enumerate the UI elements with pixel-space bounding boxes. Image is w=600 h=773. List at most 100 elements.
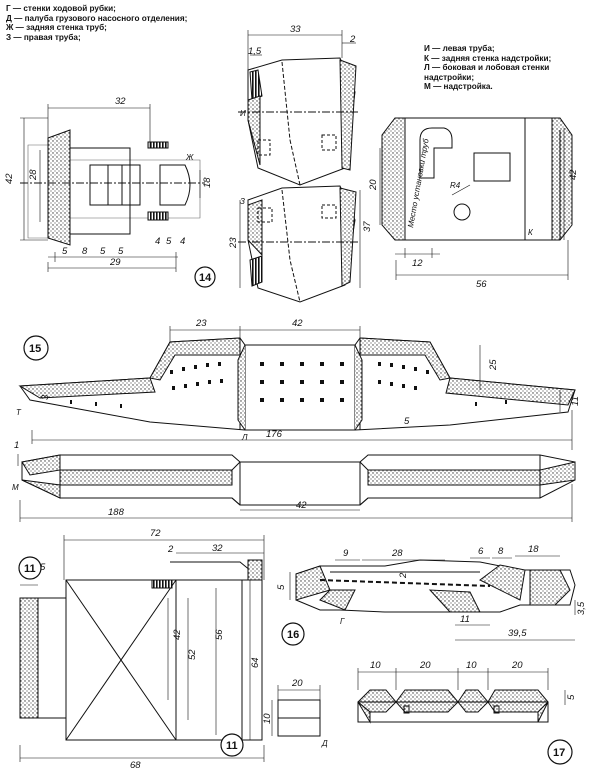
fig14-dim-4b: 4 — [180, 236, 185, 247]
funnel-label-z: З — [240, 197, 245, 206]
superstructure-dimensions — [379, 128, 569, 280]
deck-dim-20: 20 — [291, 678, 303, 689]
funnel-dim-33: 33 — [290, 24, 301, 35]
fig14-part — [20, 129, 205, 246]
fig15-lower-dimensions — [19, 484, 573, 522]
fig11-part — [19, 559, 263, 741]
fig16-dim-6: 6 — [478, 546, 484, 557]
fig14-dim-28: 28 — [28, 169, 39, 181]
fig11-dim-32: 32 — [212, 543, 223, 554]
legend-item-i: И — левая труба; — [424, 44, 495, 53]
fig16-dim-395: 39,5 — [508, 628, 527, 639]
fig15-label-l: Л — [241, 433, 248, 442]
fig15-dim-42: 42 — [292, 318, 303, 329]
fig17-dimensions — [357, 668, 566, 705]
funnel-dimensions — [239, 30, 361, 288]
legend-item-d: Д — палуба грузового насосного отделения… — [6, 13, 188, 23]
fig11-dim-68: 68 — [130, 760, 141, 771]
fig16-dimensions — [289, 555, 576, 641]
fig11-dim-5: 5 — [40, 562, 46, 573]
funnel-dim-37: 37 — [362, 221, 373, 232]
fig17-dim-20b: 20 — [511, 660, 523, 671]
fig15-dim-23: 23 — [195, 318, 207, 329]
fig11-dimensions — [19, 535, 265, 762]
fig16-number-circle — [281, 622, 305, 646]
deck-d-dimensions — [271, 685, 321, 736]
fig14-dim-5c: 5 — [118, 246, 124, 257]
legend-left: Г — стенки ходовой рубки; Д — палуба гру… — [6, 4, 196, 42]
fig15-dim-25: 25 — [488, 359, 499, 371]
fig15-windows — [70, 362, 507, 408]
legend-item-k: К — задняя стенка надстройки; — [424, 53, 552, 63]
fig15-number: 15 — [29, 343, 41, 355]
legend-right: И — левая труба; К — задняя стенка надст… — [424, 44, 596, 92]
fig15-dim-188: 188 — [108, 507, 125, 518]
fig17-number: 17 — [553, 747, 565, 759]
fig11-dim-72: 72 — [150, 528, 161, 539]
fig11-dim-64: 64 — [250, 657, 261, 668]
fig15-lower-part — [21, 454, 576, 506]
fig15-label-m: М — [12, 483, 19, 492]
deck-dim-10: 10 — [262, 713, 273, 724]
funnel-label-i: И — [240, 109, 246, 118]
fig15-dim-176: 176 — [266, 429, 283, 440]
fig15-number-circle — [23, 335, 49, 361]
fig11-number-circle-bottom — [220, 733, 244, 757]
fig11-dim-2: 2 — [167, 544, 174, 555]
fig16-dim-9: 9 — [343, 548, 349, 559]
fig14-dim-5d: 5 — [166, 236, 172, 247]
super-label-k: К — [528, 228, 534, 237]
funnel-dim-23: 23 — [228, 237, 239, 249]
fig14-dim-8: 8 — [82, 246, 88, 257]
fig15-dim-42b: 42 — [296, 500, 307, 511]
fig14-number: 14 — [199, 272, 212, 284]
fig15-dim-3: 3 — [40, 394, 51, 400]
fig15-dim-11: 11 — [570, 396, 581, 406]
fig17-dim-5: 5 — [566, 694, 577, 700]
fig16-dim-8: 8 — [498, 546, 504, 557]
super-dim-56: 56 — [476, 279, 487, 290]
fig14-number-circle — [194, 266, 216, 288]
fig16-part — [295, 559, 576, 613]
legend-item-g: Г — стенки ходовой рубки; — [6, 4, 116, 13]
fig16-dim-35: 3,5 — [576, 601, 587, 615]
funnel-left-part — [238, 57, 360, 186]
fig15-label-t: Т — [16, 408, 22, 417]
fig16-label-g: Г — [340, 617, 345, 626]
super-dim-42: 42 — [568, 169, 579, 180]
fig15-upper-part — [18, 337, 576, 431]
fig17-part — [357, 689, 549, 724]
legend-item-z: З — правая труба; — [6, 32, 81, 42]
deck-d-part — [277, 699, 321, 737]
super-radius-r4: R4 — [450, 181, 461, 190]
funnel-dim-15: 1,5 — [248, 46, 262, 57]
fig14-dim-18: 18 — [202, 177, 213, 188]
fig16-dim-11: 11 — [460, 614, 470, 625]
deck-label-d: Д — [321, 739, 328, 748]
fig11-dim-42: 42 — [172, 629, 183, 640]
superstructure-part — [381, 117, 573, 241]
fig11-number-circle-top — [18, 556, 42, 580]
fig16-number: 16 — [287, 629, 299, 641]
fig17-dim-10a: 10 — [370, 660, 381, 671]
fig16-dim-2: 2 — [398, 572, 409, 579]
fig14-label-zh: Ж — [185, 153, 194, 162]
fig16-dim-18: 18 — [528, 544, 539, 555]
legend-item-zh: Ж — задняя стенка труб; — [6, 23, 107, 32]
funnel-right-part — [238, 185, 360, 303]
super-place-text: Место установки труб — [406, 137, 431, 228]
fig14-dim-4a: 4 — [155, 236, 160, 247]
fig15-dim-1: 1 — [14, 440, 19, 451]
fig11-dim-52: 52 — [187, 649, 198, 660]
fig11-number-bottom: 11 — [226, 740, 238, 752]
fig14-dim-5a: 5 — [62, 246, 68, 257]
fig14-dim-29: 29 — [109, 257, 121, 268]
fig11-number-top: 11 — [24, 563, 36, 575]
fig15-dim-5: 5 — [404, 416, 410, 427]
fig17-dim-20a: 20 — [419, 660, 431, 671]
fig14-dim-32: 32 — [115, 96, 126, 107]
fig14-dimensions — [20, 104, 201, 272]
fig11-dim-56: 56 — [214, 629, 225, 640]
super-dim-12: 12 — [412, 258, 423, 269]
